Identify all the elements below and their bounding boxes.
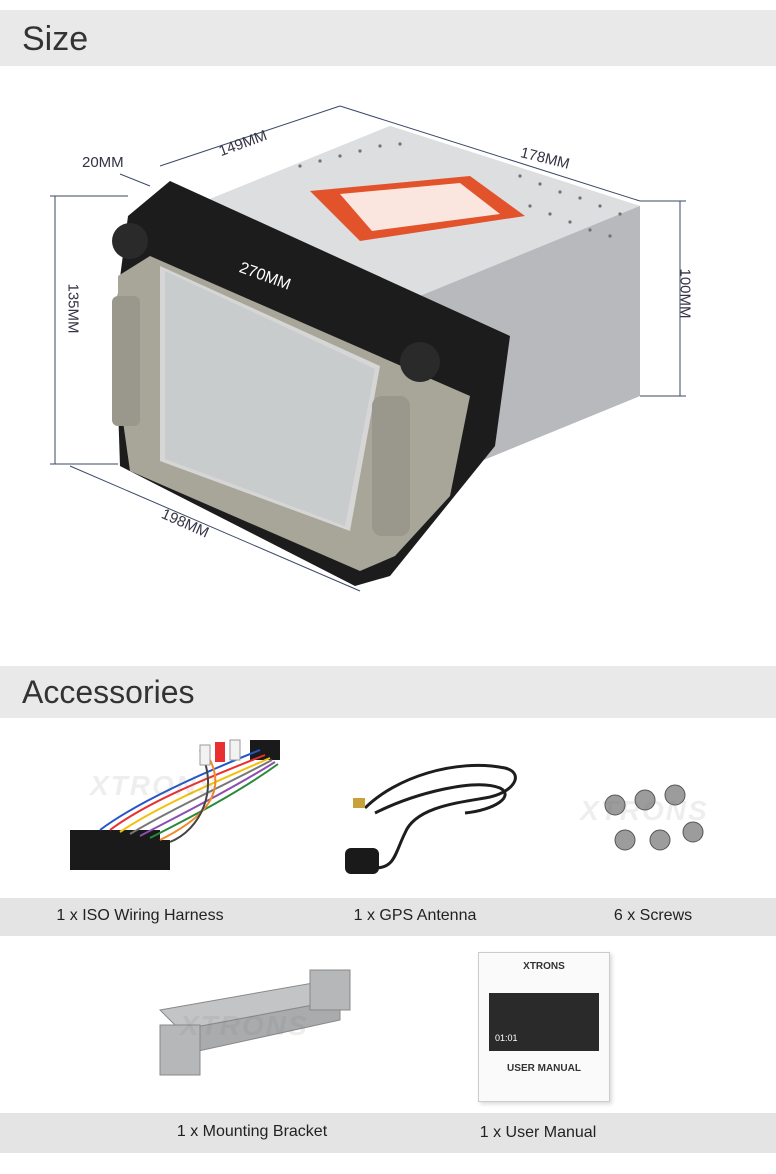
accessory-label: 6 x Screws <box>613 907 693 924</box>
accessory-label: 1 x User Manual <box>479 1124 597 1141</box>
wiring-harness-image <box>70 739 280 870</box>
screws-image <box>604 784 704 851</box>
manual-brand: XTRONS <box>523 961 565 972</box>
accessory-label-row: 1 x ISO Wiring Harness 1 x GPS Antenna 6… <box>0 898 776 936</box>
watermark-text: XTRONS <box>580 795 709 826</box>
accessory-label: 1 x Mounting Bracket <box>176 1123 328 1140</box>
user-manual-image: XTRONS 01:01 USER MANUAL <box>478 952 610 1102</box>
mounting-bracket-image <box>158 969 351 1076</box>
size-section-title: Size <box>22 20 89 58</box>
manual-clock: 01:01 <box>495 1033 518 1043</box>
gps-antenna-image <box>345 763 517 874</box>
manual-title: USER MANUAL <box>507 1063 581 1074</box>
dim-height-front: 135MM <box>64 283 82 334</box>
watermark-text: XTRONS <box>180 1010 309 1041</box>
dimension-lines <box>50 105 686 592</box>
volume-knob-icon <box>112 223 148 259</box>
accessory-label-row: 1 x Mounting Bracket 1 x User Manual <box>0 1113 776 1153</box>
watermark-text: XTRONS <box>90 770 219 801</box>
dim-depth-front: 20MM <box>82 154 124 171</box>
accessory-label: 1 x GPS Antenna <box>353 907 477 924</box>
tune-knob-icon <box>400 342 440 382</box>
accessory-label: 1 x ISO Wiring Harness <box>56 907 224 924</box>
accessories-section-title: Accessories <box>22 674 195 710</box>
front-panel <box>112 181 510 586</box>
product-dimension-drawing <box>50 105 686 592</box>
accessories-section-header: Accessories <box>0 666 776 718</box>
dim-height-body: 100MM <box>676 268 694 319</box>
size-section-header: Size <box>0 10 776 66</box>
